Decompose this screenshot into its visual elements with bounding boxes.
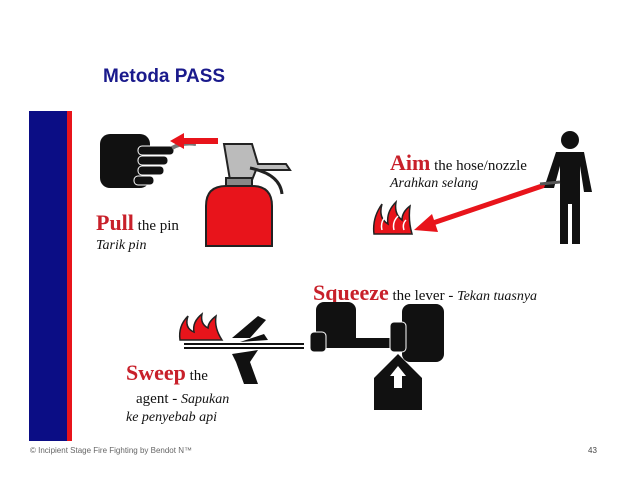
footer-copyright: © Incipient Stage Fire Fighting by Bendo… [30,446,192,455]
pull-text: the pin [133,218,179,234]
side-bar-blue [29,111,67,441]
sweep-step-line2: agent - Sapukan [136,390,229,408]
aim-text: the hose/nozzle [430,158,527,174]
squeeze-translation: Tekan tuasnya [457,289,538,304]
hand-pull-icon [100,134,197,188]
pull-step: Pull the pin [96,210,179,236]
pull-keyword: Pull [96,210,134,235]
pull-arrow-icon [170,133,218,149]
aim-arrow-icon [414,181,549,232]
sweep-nozzle-icon [184,316,304,384]
squeeze-step: Squeeze the lever - Tekan tuasnya [313,280,537,306]
person-nozzle-icon [539,131,592,244]
sweep-translation2: ke penyebab api [126,410,217,425]
aim-keyword: Aim [390,150,431,175]
aim-translation: Arahkan selang [390,176,479,191]
side-bar-red [67,111,72,441]
sweep-text2: agent - [136,391,181,407]
pull-translation: Tarik pin [96,238,147,253]
sweep-keyword: Sweep [126,360,186,385]
sweep-fire-icon [178,312,224,341]
sweep-translation: Sapukan [180,392,230,407]
page-number: 43 [588,446,597,455]
fire-icon [372,199,413,235]
slide-title: Metoda PASS [103,66,226,87]
squeeze-keyword: Squeeze [313,280,389,305]
extinguisher-icon [205,143,292,247]
squeeze-text: the lever - [388,288,458,304]
hand-squeeze-icon [309,302,444,410]
sweep-step: Sweep the [126,360,208,386]
sweep-text: the [185,368,208,384]
aim-step: Aim the hose/nozzle [390,150,527,176]
